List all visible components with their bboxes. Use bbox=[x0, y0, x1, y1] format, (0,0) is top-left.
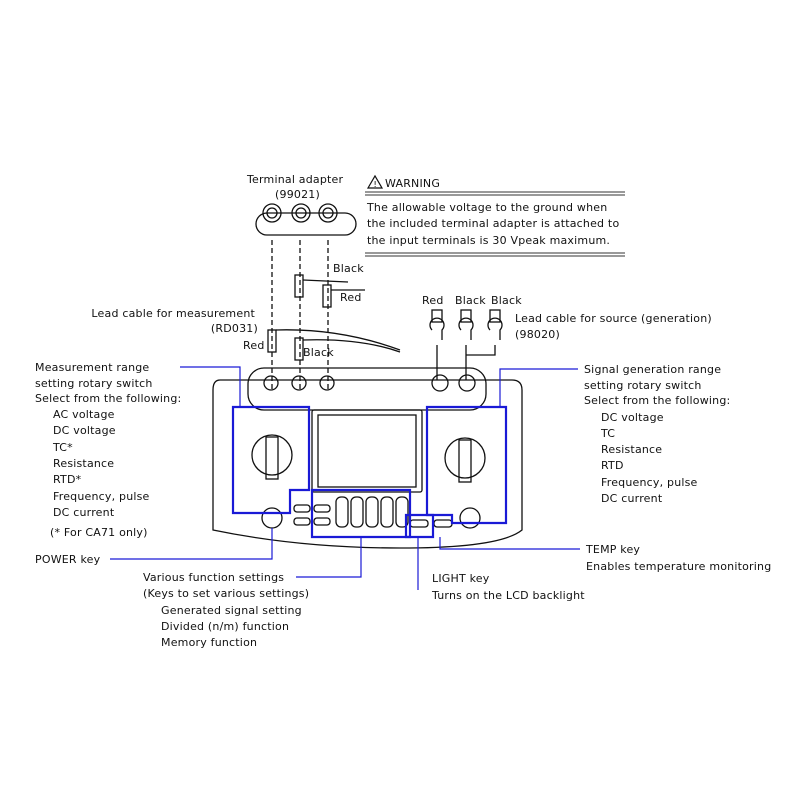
warning-line: the input terminals is 30 Vpeak maximum. bbox=[367, 234, 611, 247]
temp-key-desc: Enables temperature monitoring bbox=[586, 560, 772, 573]
source-item: RTD bbox=[601, 459, 624, 472]
power-key bbox=[261, 507, 283, 529]
light-key-desc: Turns on the LCD backlight bbox=[432, 589, 585, 602]
source-switch-label: setting rotary switch bbox=[584, 379, 702, 392]
source-lugs bbox=[429, 309, 503, 340]
function-keys-sub: (Keys to set various settings) bbox=[143, 587, 310, 600]
source-item: DC current bbox=[601, 492, 663, 505]
measure-item: TC* bbox=[53, 441, 73, 454]
function-item: Divided (n/m) function bbox=[161, 620, 290, 633]
source-label: Black bbox=[491, 294, 522, 307]
measure-black-label: Black bbox=[303, 346, 334, 359]
source-item: DC voltage bbox=[601, 411, 664, 424]
measure-cable-title: Lead cable for measurement bbox=[91, 307, 255, 320]
measure-item: DC current bbox=[53, 506, 115, 519]
warning-icon bbox=[366, 174, 384, 189]
measure-item: RTD* bbox=[53, 473, 82, 486]
measure-cable-model: (RD031) bbox=[210, 322, 258, 335]
measure-note: (* For CA71 only) bbox=[50, 526, 148, 539]
temp-key-label: TEMP key bbox=[586, 543, 641, 556]
source-label: Black bbox=[455, 294, 486, 307]
measure-switch-label: setting rotary switch bbox=[35, 377, 153, 390]
warning-line: the included terminal adapter is attache… bbox=[367, 217, 620, 230]
source-switch-label: Signal generation range bbox=[584, 363, 722, 376]
measure-switch-label: Measurement range bbox=[35, 361, 150, 374]
source-switch-label: Select from the following: bbox=[584, 394, 731, 407]
adapter-black-label: Black bbox=[333, 262, 364, 275]
measure-item: DC voltage bbox=[53, 424, 116, 437]
adapter-title: Terminal adapter bbox=[247, 173, 344, 186]
measure-red-label: Red bbox=[243, 339, 265, 352]
source-rotary-switch bbox=[444, 437, 486, 479]
calibrator-body bbox=[212, 379, 523, 549]
source-item: TC bbox=[601, 427, 616, 440]
source-cable-title: Lead cable for source (generation) bbox=[515, 312, 712, 325]
adapter-red-label: Red bbox=[340, 291, 362, 304]
warning-heading: WARNING bbox=[385, 177, 441, 190]
measure-item: Frequency, pulse bbox=[53, 490, 150, 503]
source-item: Resistance bbox=[601, 443, 663, 456]
source-item: Frequency, pulse bbox=[601, 476, 698, 489]
function-keys bbox=[293, 496, 453, 528]
power-key-label: POWER key bbox=[35, 553, 101, 566]
warning-line: The allowable voltage to the ground when bbox=[367, 201, 608, 214]
lcd-screen bbox=[311, 409, 423, 493]
svg-text:!: ! bbox=[374, 180, 377, 189]
function-item: Memory function bbox=[161, 636, 258, 649]
source-label: Red bbox=[422, 294, 444, 307]
measure-rotary-switch bbox=[251, 434, 293, 476]
function-item: Generated signal setting bbox=[161, 604, 302, 617]
function-keys-label: Various function settings bbox=[143, 571, 285, 584]
measure-switch-label: Select from the following: bbox=[35, 392, 182, 405]
light-key-label: LIGHT key bbox=[432, 572, 490, 585]
terminal-adapter bbox=[255, 203, 357, 236]
source-cable-model: (98020) bbox=[515, 328, 560, 341]
measure-item: Resistance bbox=[53, 457, 115, 470]
adapter-model: (99021) bbox=[275, 188, 320, 201]
callout-lines bbox=[110, 366, 580, 590]
measure-item: AC voltage bbox=[53, 408, 115, 421]
